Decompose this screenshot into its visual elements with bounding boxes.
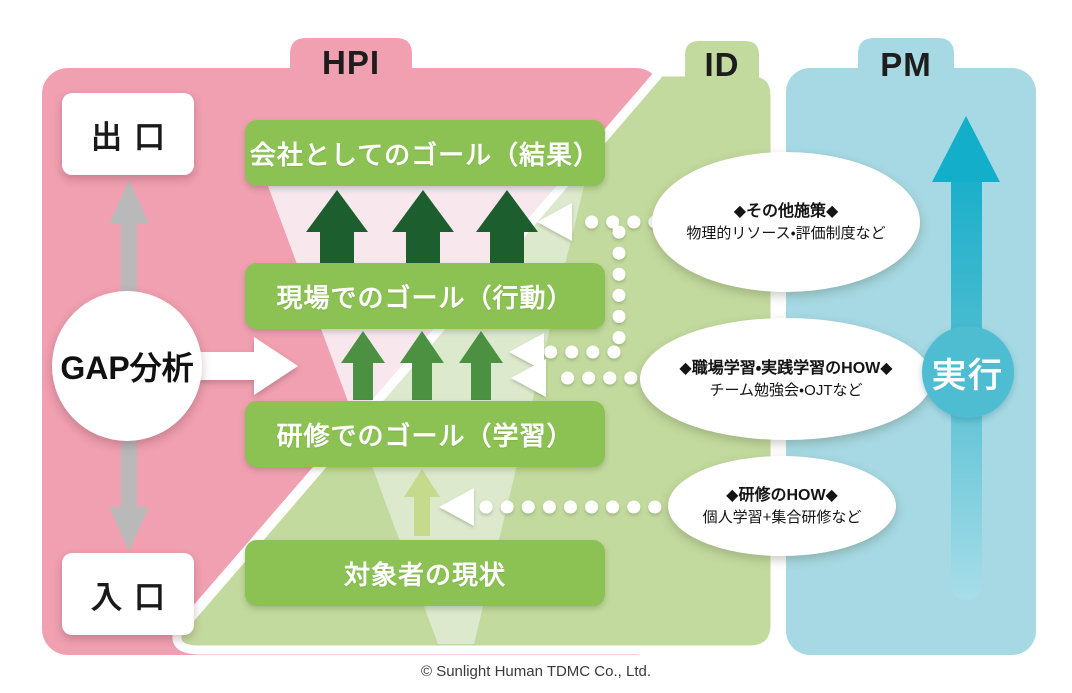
gap-analysis-circle: GAP分析 — [52, 291, 202, 441]
callout-other-measures: ◆その他施策◆ 物理的リソース・評価制度など — [652, 152, 920, 292]
dotted-arrowheads — [439, 203, 572, 526]
goal-box-training: 研修でのゴール（学習） — [245, 401, 605, 467]
arrows-dark-green — [306, 190, 538, 263]
arrowhead-training-how — [439, 488, 474, 526]
arrow-light-green — [404, 469, 440, 536]
arrows-mid-green — [341, 331, 503, 400]
callout-subtitle: 物理的リソース・評価制度など — [686, 224, 886, 242]
dotted-connectors — [471, 215, 683, 514]
goal-box-company: 会社としてのゴール（結果） — [245, 120, 605, 186]
goal-box-field: 現場でのゴール（行動） — [245, 263, 605, 329]
exit-box: 出口 — [62, 93, 194, 175]
execution-circle: 実行 — [922, 326, 1014, 418]
arrowhead-other-measures — [537, 203, 572, 241]
callout-subtitle: 個人学習+集合研修など — [702, 508, 862, 526]
callout-title: ◆研修のHOW◆ — [726, 486, 838, 504]
callout-workplace-learning: ◆職場学習・実践学習のHOW◆ チーム勉強会・OJTなど — [640, 318, 932, 440]
arrowhead-workplace-upper — [509, 333, 544, 371]
callout-subtitle: チーム勉強会・OJTなど — [709, 381, 863, 399]
tab-pm: PM — [880, 46, 932, 83]
copyright-text: © Sunlight Human TDMC Co., Ltd. — [420, 663, 652, 680]
tab-hpi: HPI — [321, 44, 380, 81]
arrowhead-workplace-lower — [511, 359, 546, 397]
gap-arrow — [198, 337, 298, 395]
callout-title: ◆その他施策◆ — [733, 202, 839, 220]
entrance-box: 入口 — [62, 553, 194, 635]
callout-title: ◆職場学習・実践学習のHOW◆ — [679, 359, 893, 377]
tab-id: ID — [704, 46, 740, 83]
id-tab-shape — [685, 41, 759, 86]
current-state-box: 対象者の現状 — [245, 540, 605, 606]
callout-training-how: ◆研修のHOW◆ 個人学習+集合研修など — [668, 456, 896, 556]
